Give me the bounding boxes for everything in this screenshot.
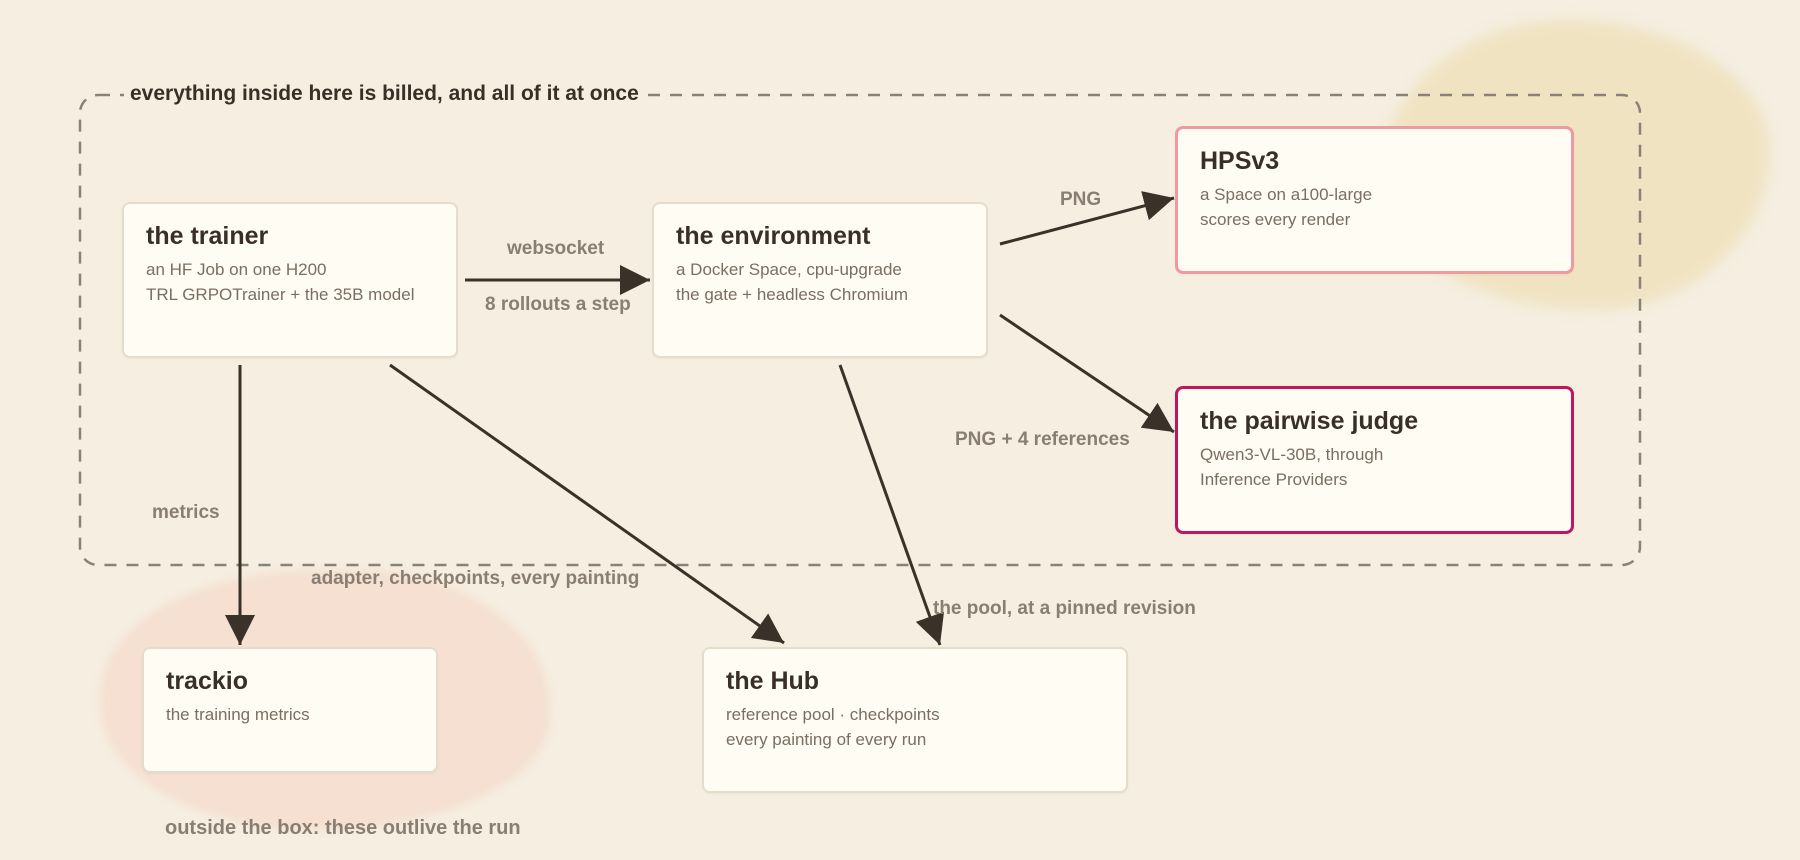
group-label: everything inside here is billed, and al… bbox=[124, 82, 645, 106]
node-hpsv3[interactable]: HPSv3 a Space on a100-large scores every… bbox=[1175, 126, 1574, 274]
node-title: the environment bbox=[676, 222, 871, 250]
edge-environment-hpsv3 bbox=[999, 191, 1175, 246]
node-title: trackio bbox=[166, 667, 248, 695]
node-line: an HF Job on one H200 bbox=[146, 260, 327, 279]
edge-trainer-hub bbox=[389, 363, 785, 645]
edge-label-rollouts: 8 rollouts a step bbox=[485, 294, 631, 315]
node-line: the gate + headless Chromium bbox=[676, 285, 908, 304]
node-line: the training metrics bbox=[166, 705, 310, 724]
node-title: the Hub bbox=[726, 667, 820, 695]
node-pairwise-judge[interactable]: the pairwise judge Qwen3-VL-30B, through… bbox=[1175, 386, 1574, 534]
edge-environment-hub bbox=[838, 364, 945, 646]
node-line: scores every render bbox=[1200, 210, 1351, 229]
node-trackio[interactable]: trackio the training metrics bbox=[142, 647, 438, 773]
node-trainer[interactable]: the trainer an HF Job on one H200 TRL GR… bbox=[122, 202, 458, 358]
node-line: Inference Providers bbox=[1200, 470, 1348, 489]
edge-label-adapter: adapter, checkpoints, every painting bbox=[311, 568, 640, 589]
node-line: reference pool · checkpoints bbox=[726, 705, 940, 724]
node-title: the pairwise judge bbox=[1200, 407, 1419, 435]
edge-environment-judge bbox=[999, 313, 1175, 434]
edge-label-metrics: metrics bbox=[152, 502, 220, 523]
node-line: a Docker Space, cpu-upgrade bbox=[676, 260, 902, 279]
node-title: the trainer bbox=[146, 222, 269, 250]
edge-label-websocket: websocket bbox=[507, 238, 605, 259]
node-line: Qwen3-VL-30B, through bbox=[1200, 445, 1384, 464]
edge-label-png: PNG bbox=[1060, 189, 1102, 210]
node-line: a Space on a100-large bbox=[1200, 185, 1373, 204]
node-hub[interactable]: the Hub reference pool · checkpoints eve… bbox=[702, 647, 1128, 793]
edge-label-png-references: PNG + 4 references bbox=[955, 429, 1130, 450]
footer-note: outside the box: these outlive the run bbox=[165, 817, 521, 839]
node-line: every painting of every run bbox=[726, 730, 927, 749]
node-line: TRL GRPOTrainer + the 35B model bbox=[146, 285, 415, 304]
edge-label-pool: the pool, at a pinned revision bbox=[933, 598, 1196, 619]
node-title: HPSv3 bbox=[1200, 147, 1280, 175]
node-environment[interactable]: the environment a Docker Space, cpu-upgr… bbox=[652, 202, 988, 358]
